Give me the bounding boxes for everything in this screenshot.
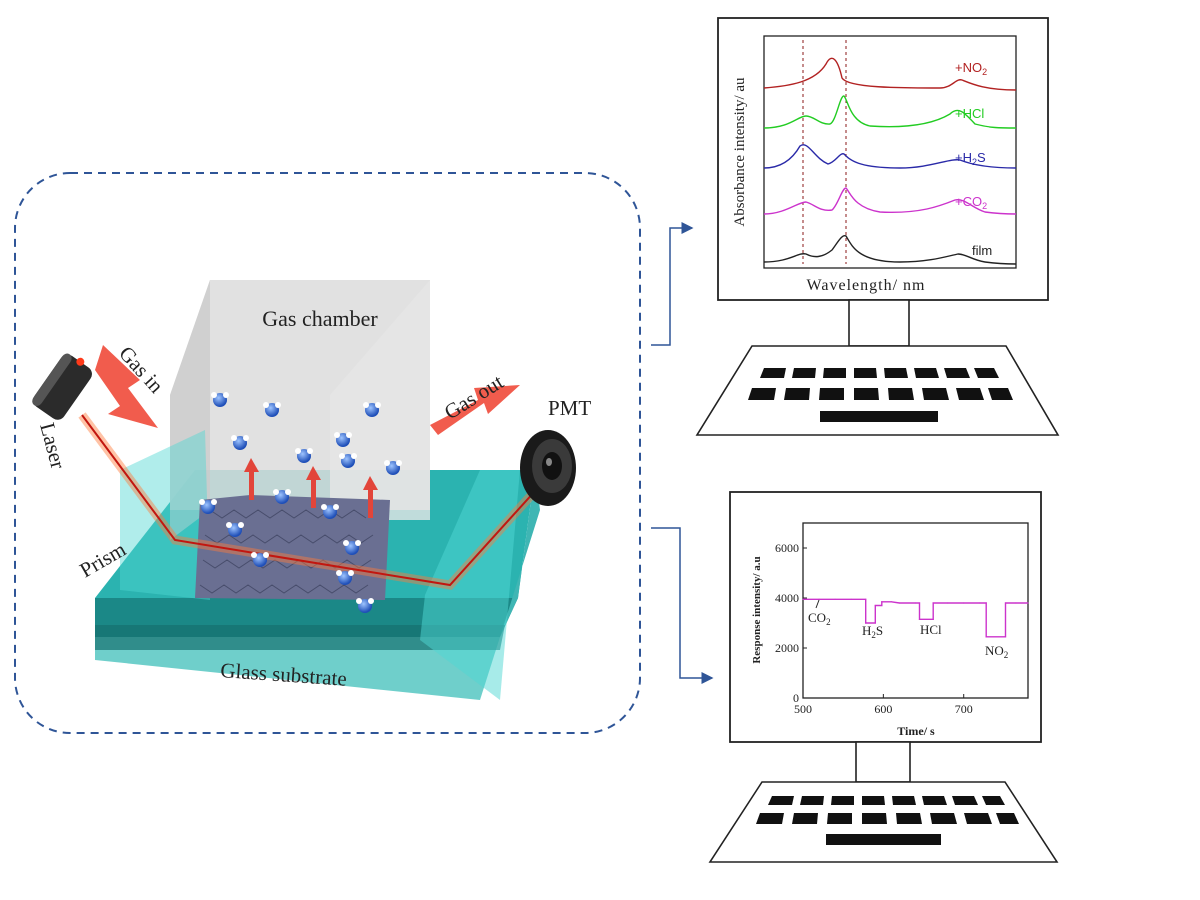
response-computer: 500 600 700 0 2000 4000 6000 CO2 H2S HCl NO2 R… [708, 491, 1059, 863]
response-data-point [985, 602, 987, 604]
response-x-tick-label: 700 [955, 702, 973, 716]
response-data-point [874, 622, 876, 624]
spectra-label-hcl: +HCl [955, 106, 984, 121]
pmt-label: PMT [548, 396, 591, 420]
substrate-lower [95, 637, 500, 700]
setup-illustration: Gas chamber Gas in Gas out Laser PMT Pri… [32, 280, 591, 700]
pmt-device [520, 430, 576, 506]
spectra-curve-co2 [763, 187, 1017, 215]
spectra-curve-film [763, 235, 1017, 265]
connector-to-spectra [651, 222, 694, 346]
response-data-point [932, 618, 934, 620]
spectra-xlabel: Wavelength/ nm [807, 277, 926, 294]
laser-device [32, 353, 92, 420]
gas-chamber-side [170, 280, 210, 540]
response-data-point [834, 598, 836, 600]
response-plot-area [802, 522, 1029, 699]
response-x-tick-label: 600 [874, 702, 892, 716]
response-data-point [890, 601, 893, 603]
response-data-point [979, 602, 981, 604]
response-data-point [865, 622, 867, 624]
gas-out-arrow [430, 385, 520, 435]
response-data-point [898, 602, 901, 604]
response-data-point [985, 636, 987, 638]
laser-beam [81, 414, 546, 587]
spectra-label-no2: +NO2 [955, 60, 987, 77]
response-annotation-co2: CO2 [808, 610, 831, 627]
spectra-curve-hcl [763, 95, 1017, 129]
response-data-points [802, 598, 1029, 638]
connector-to-response [651, 527, 714, 684]
response-y-tick-label: 2000 [775, 641, 799, 655]
substrate-side [500, 470, 540, 637]
response-annotation-hcl: HCl [920, 622, 942, 637]
response-annotation-co2-tick [815, 599, 820, 609]
response-ylabel: Response intensity/ a.u [751, 556, 763, 663]
response-data-point [818, 598, 820, 600]
response-data-point [802, 598, 804, 600]
response-data-point [1004, 636, 1007, 638]
response-data-point [932, 602, 934, 604]
prism-right [420, 470, 520, 700]
spectra-keyboard-keys [748, 368, 1013, 422]
prism-left [120, 430, 210, 600]
gas-chamber-right [330, 280, 430, 520]
spectra-ylabel: Absorbance intensity/ au [732, 77, 748, 227]
gas-chamber-label: Gas chamber [262, 306, 378, 331]
response-y-tick-label: 4000 [775, 591, 799, 605]
gas-in-arrow [95, 345, 158, 428]
mof-lattice [199, 509, 374, 594]
response-data-point [850, 598, 852, 600]
response-data-point [914, 602, 917, 604]
spectra-computer: +NO2 +HCl +H2S +CO2 film Absorbance inte… [695, 17, 1060, 436]
response-data-point [865, 598, 867, 600]
spectra-label-film: film [972, 243, 992, 258]
response-annotation-no2: NO2 [985, 643, 1008, 660]
substrate-band [95, 625, 505, 650]
spectra-plot-area [763, 35, 1017, 269]
spectra-label-h2s: +H2S [955, 150, 986, 167]
gas-molecules [199, 392, 402, 613]
setup-dashed-frame [14, 172, 641, 734]
response-data-point [918, 618, 921, 620]
response-data-point [881, 604, 883, 607]
response-y-tick-label: 0 [793, 691, 799, 705]
response-data-point [918, 602, 921, 604]
response-data-point [1004, 602, 1007, 604]
response-x-tick-label: 500 [794, 702, 812, 716]
response-xlabel: Time/ s [897, 724, 935, 738]
response-data-point [1027, 602, 1029, 604]
response-y-tick-label: 6000 [775, 541, 799, 555]
spectra-curve-no2 [763, 57, 1017, 91]
response-monitor-stand [855, 741, 911, 783]
response-data-point [881, 601, 883, 603]
spectra-curve-h2s [763, 144, 1017, 169]
response-keyboard-keys [756, 796, 1019, 845]
response-data-point [947, 602, 949, 604]
response-data-point [874, 604, 876, 607]
response-data-point [963, 602, 965, 604]
response-axis-ticks: 500 600 700 0 2000 4000 6000 [775, 541, 973, 716]
response-data-point [1015, 602, 1017, 604]
laser-label: Laser [35, 420, 70, 471]
spectra-label-co2: +CO2 [955, 194, 987, 211]
response-series-line [803, 598, 1028, 638]
desorption-arrows [244, 458, 378, 518]
response-annotation-h2s: H2S [862, 623, 883, 640]
spectra-monitor-stand [848, 299, 910, 347]
